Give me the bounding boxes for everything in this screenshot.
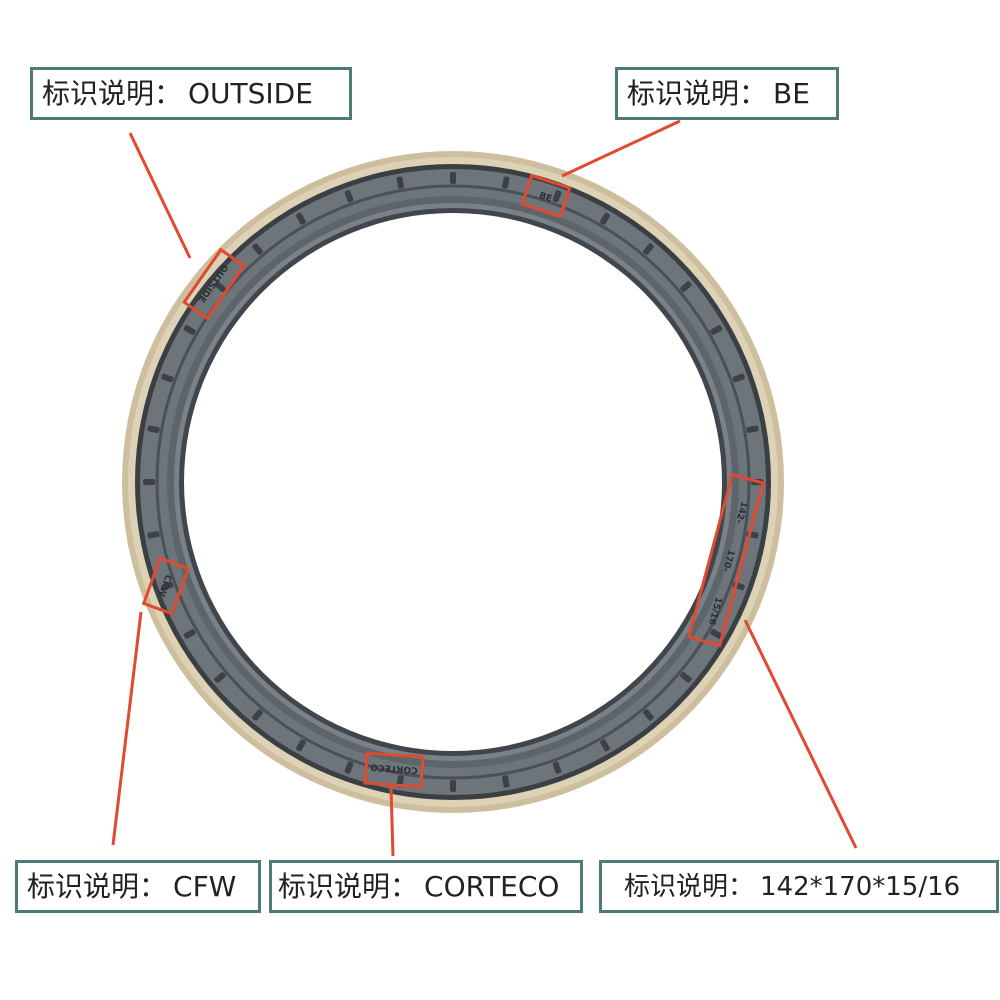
seal-bore bbox=[184, 213, 722, 751]
callout-corteco-value: CORTECO bbox=[424, 869, 560, 903]
seal-dimple bbox=[147, 531, 160, 539]
seal-dimple bbox=[183, 325, 196, 335]
highlight-box-cfw bbox=[141, 556, 191, 616]
callout-outside: 标识说明： OUTSIDE bbox=[30, 67, 352, 120]
callout-corteco-prefix: 标识说明： bbox=[278, 869, 419, 903]
leader-line-size bbox=[743, 619, 858, 849]
seal-dimple bbox=[252, 709, 263, 721]
seal-dimple bbox=[183, 629, 196, 639]
seal-dimple bbox=[147, 425, 160, 433]
highlight-box-size bbox=[686, 472, 766, 648]
seal-dimple bbox=[396, 176, 404, 189]
seal-dimple bbox=[214, 281, 226, 292]
seal-dimple bbox=[450, 172, 456, 184]
callout-cfw: 标识说明： CFW bbox=[15, 860, 261, 913]
seal-dimple bbox=[502, 176, 510, 189]
leader-lines bbox=[111, 119, 858, 857]
seal-dimple bbox=[214, 672, 226, 683]
ring-mark-be: BE bbox=[538, 191, 553, 205]
seal-dimple bbox=[143, 479, 155, 485]
seal-dimple bbox=[710, 325, 723, 335]
leader-line-corteco bbox=[389, 785, 395, 857]
callout-size: 标识说明： 142*170*15/16 bbox=[599, 860, 999, 913]
seal-dimple bbox=[552, 761, 562, 774]
callout-outside-value: OUTSIDE bbox=[188, 76, 313, 110]
seal-dimple bbox=[161, 581, 174, 591]
callout-be: 标识说明： BE bbox=[615, 67, 839, 120]
seal-dimple bbox=[746, 425, 759, 433]
seal-dimple bbox=[344, 190, 354, 203]
callout-cfw-prefix: 标识说明： bbox=[27, 869, 168, 903]
seal-dimple bbox=[680, 281, 692, 292]
callout-outside-prefix: 标识说明： bbox=[42, 76, 183, 110]
callout-corteco: 标识说明： CORTECO bbox=[269, 860, 583, 913]
callout-size-value: 142*170*15/16 bbox=[760, 871, 961, 902]
seal-dimple bbox=[600, 739, 610, 752]
callout-cfw-value: CFW bbox=[173, 869, 237, 903]
seal-dimple bbox=[600, 212, 610, 225]
callout-size-prefix: 标识说明： bbox=[624, 871, 755, 902]
leader-line-be bbox=[561, 119, 681, 178]
highlight-box-be bbox=[520, 173, 572, 219]
leader-line-outside bbox=[128, 132, 192, 259]
callout-be-prefix: 标识说明： bbox=[627, 76, 768, 110]
highlight-box-outside bbox=[182, 247, 246, 321]
highlight-be: BE bbox=[520, 173, 572, 219]
seal-dimple bbox=[732, 373, 745, 383]
seal-dimple bbox=[680, 672, 692, 683]
seal-dimple bbox=[643, 709, 654, 721]
seal-dimple bbox=[710, 629, 723, 639]
highlight-box-corteco bbox=[363, 751, 425, 789]
ring-mark-corteco: CORTECO bbox=[370, 761, 418, 774]
seal-dimple bbox=[161, 373, 174, 383]
seal-dimple bbox=[643, 243, 654, 255]
seal-dimple bbox=[252, 243, 263, 255]
seal-rubber-groove bbox=[155, 184, 751, 780]
seal-dimple bbox=[296, 739, 306, 752]
leader-line-cfw bbox=[111, 611, 143, 846]
seal-dimple bbox=[552, 190, 562, 203]
seal-dimple bbox=[502, 775, 510, 788]
seal-dimple bbox=[450, 780, 456, 792]
highlight-corteco: CORTECO bbox=[363, 751, 425, 789]
oil-seal bbox=[122, 151, 784, 813]
seal-dimple bbox=[296, 212, 306, 225]
callout-be-value: BE bbox=[773, 76, 810, 110]
seal-dimple bbox=[344, 761, 354, 774]
